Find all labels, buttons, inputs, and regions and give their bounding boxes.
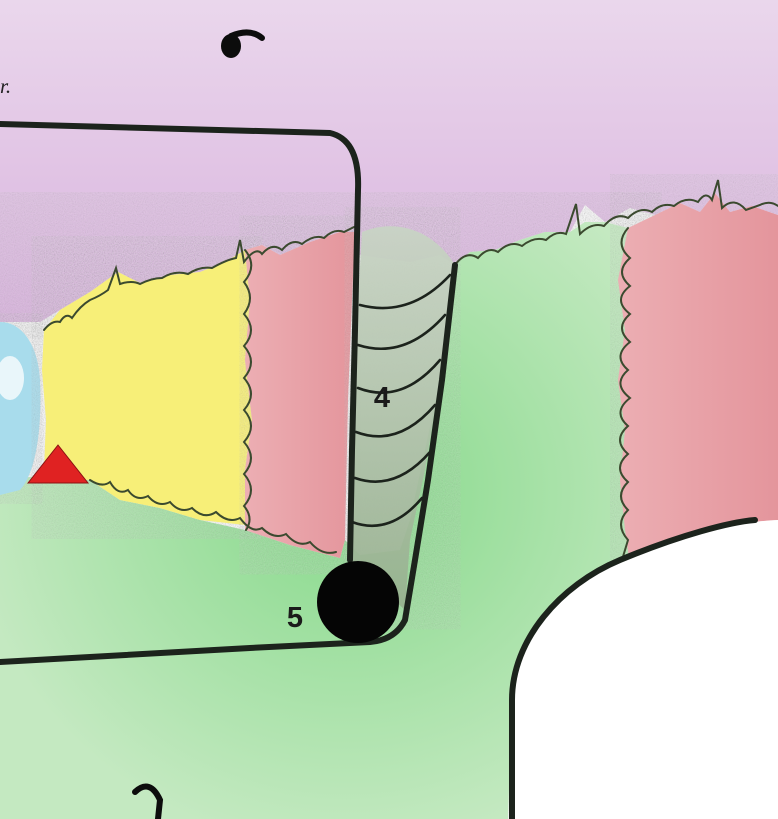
corner-text: r. — [0, 74, 11, 98]
pink-right-region — [618, 193, 778, 565]
label-5: 5 — [287, 602, 303, 634]
black-ball-icon — [317, 561, 399, 643]
label-4: 4 — [374, 382, 390, 414]
pink-middle-region — [245, 232, 355, 558]
